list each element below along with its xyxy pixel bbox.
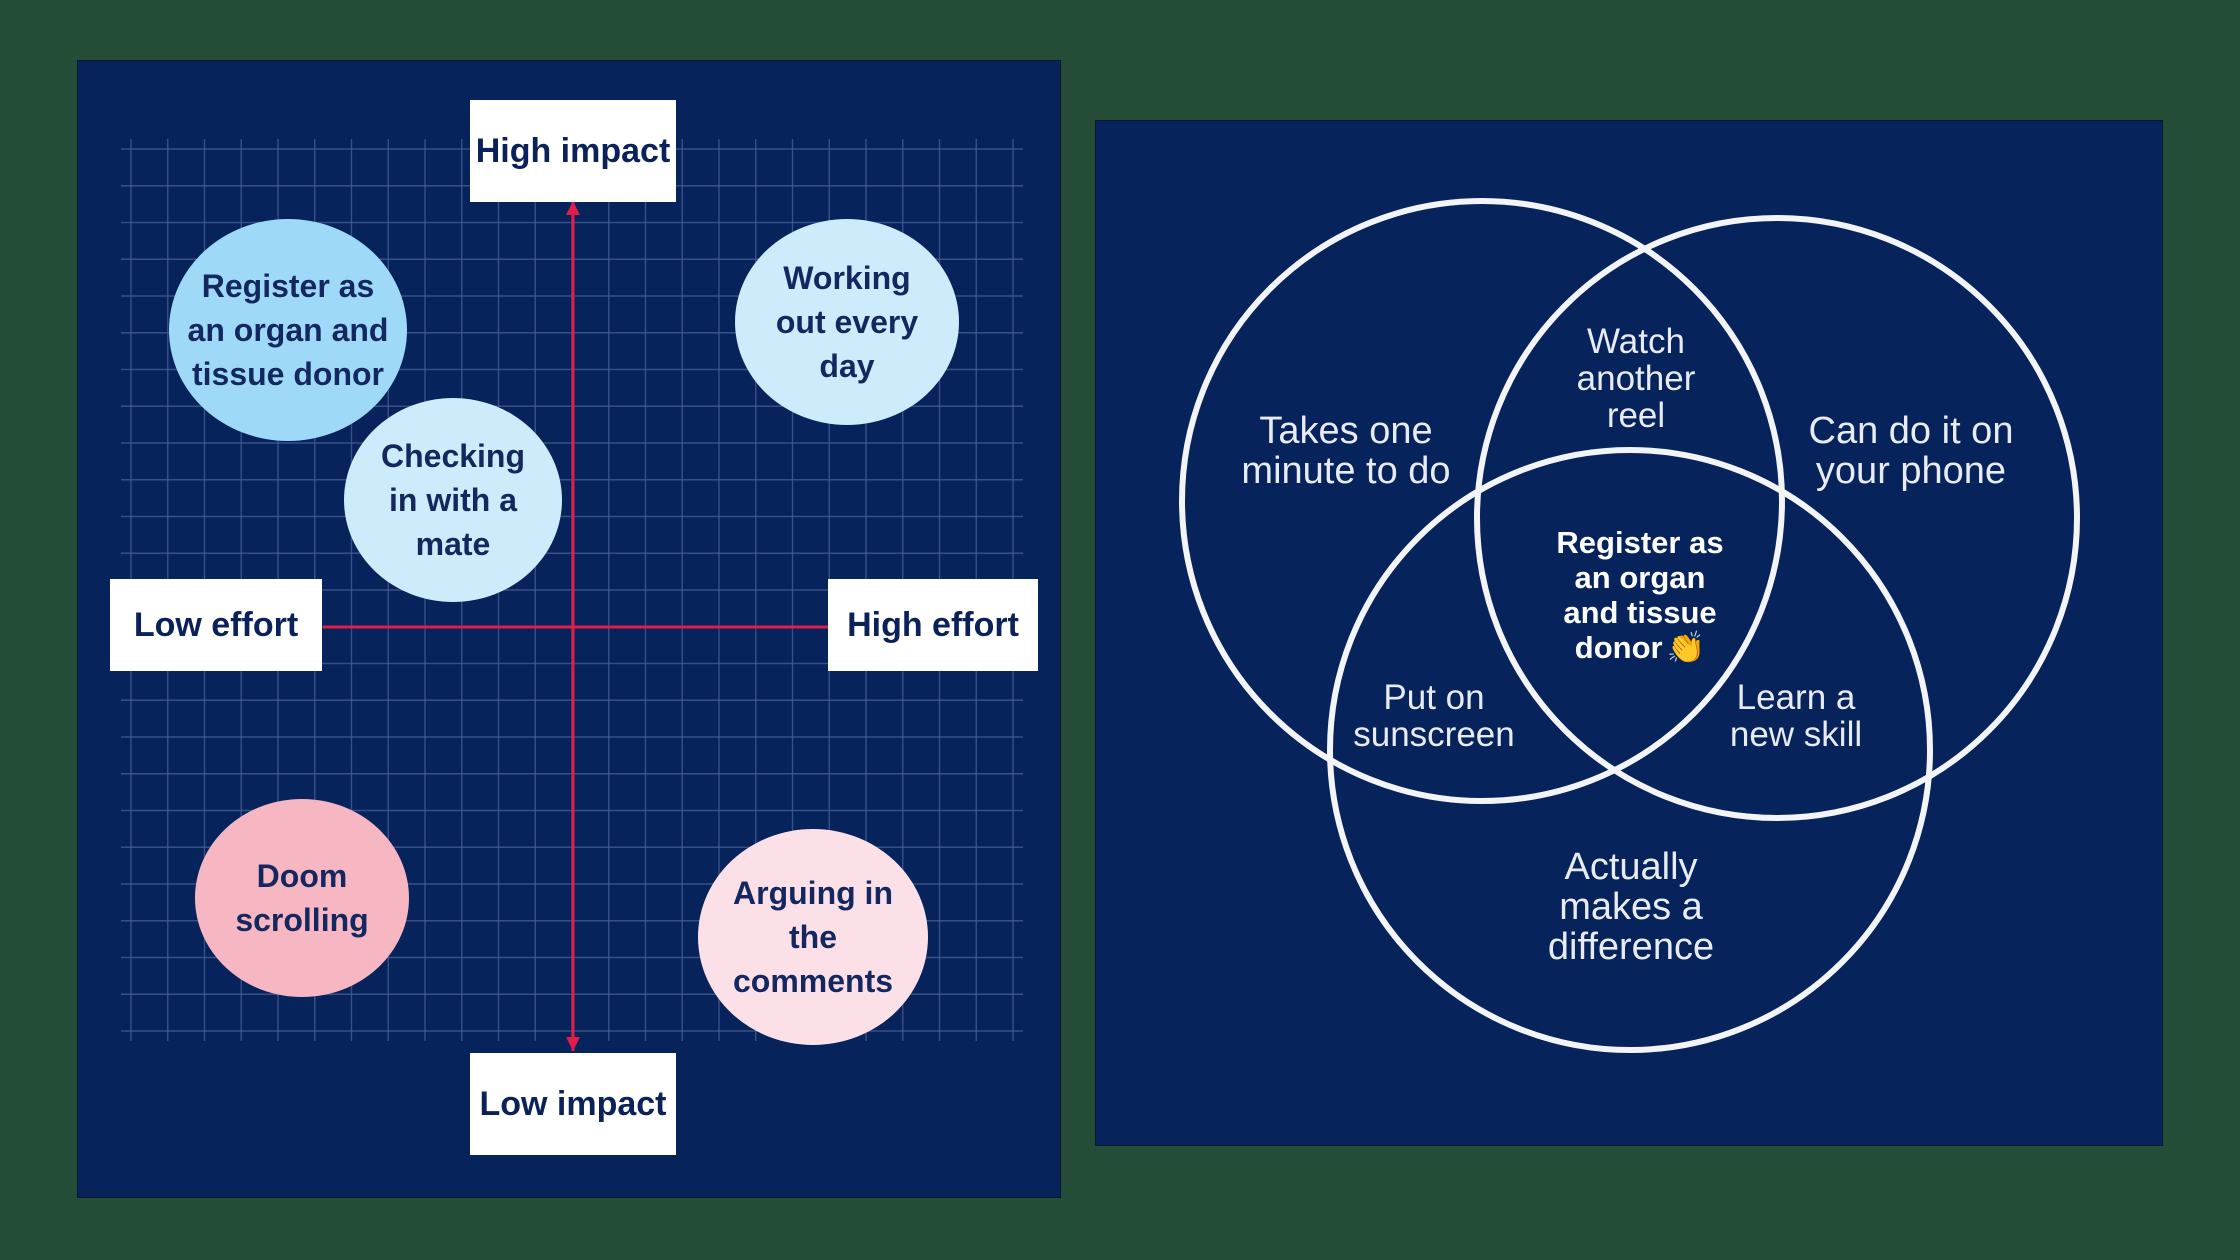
vertical-axis-arrow-top: [566, 201, 580, 215]
matrix-axes: [323, 201, 828, 1051]
bubble-working-out: Working out every day: [735, 219, 959, 425]
venn-circles: [1179, 198, 2080, 1053]
venn-center-label: Register as an organ and tissue donor👏: [1556, 525, 1724, 665]
venn-diagram: Takes one minute to do Can do it on your…: [1095, 120, 2163, 1146]
vertical-axis-arrow-bottom: [566, 1037, 580, 1051]
clapping-hands-icon: 👏: [1666, 630, 1706, 665]
bubble-doom-scrolling: Doom scrolling: [195, 799, 409, 997]
venn-circle-bottom: [1327, 447, 1933, 1053]
venn-circle-top-left: [1179, 198, 1785, 804]
venn-circle-top-right: [1474, 215, 2080, 821]
venn-label-top-left: Takes one minute to do: [1241, 410, 1451, 492]
venn-label-top-right: Can do it on your phone: [1808, 410, 2014, 492]
axis-label-low-impact: Low impact: [470, 1053, 676, 1155]
bubble-organ-donor: Register as an organ and tissue donor: [169, 219, 407, 441]
venn-label-bottom: Actually makes a difference: [1547, 846, 1715, 968]
bubble-arguing: Arguing in the comments: [698, 829, 928, 1045]
effort-impact-matrix: High impact Low impact Low effort High e…: [77, 60, 1061, 1198]
axis-label-high-effort: High effort: [828, 579, 1038, 671]
axis-label-high-impact: High impact: [470, 100, 676, 202]
venn-label-left-right: Watch another reel: [1576, 322, 1696, 435]
bubble-checking-in: Checking in with a mate: [344, 398, 562, 602]
venn-label-left-bottom: Put on sunscreen: [1353, 678, 1515, 754]
venn-label-right-bottom: Learn a new skill: [1729, 678, 1863, 754]
axis-label-low-effort: Low effort: [110, 579, 322, 671]
